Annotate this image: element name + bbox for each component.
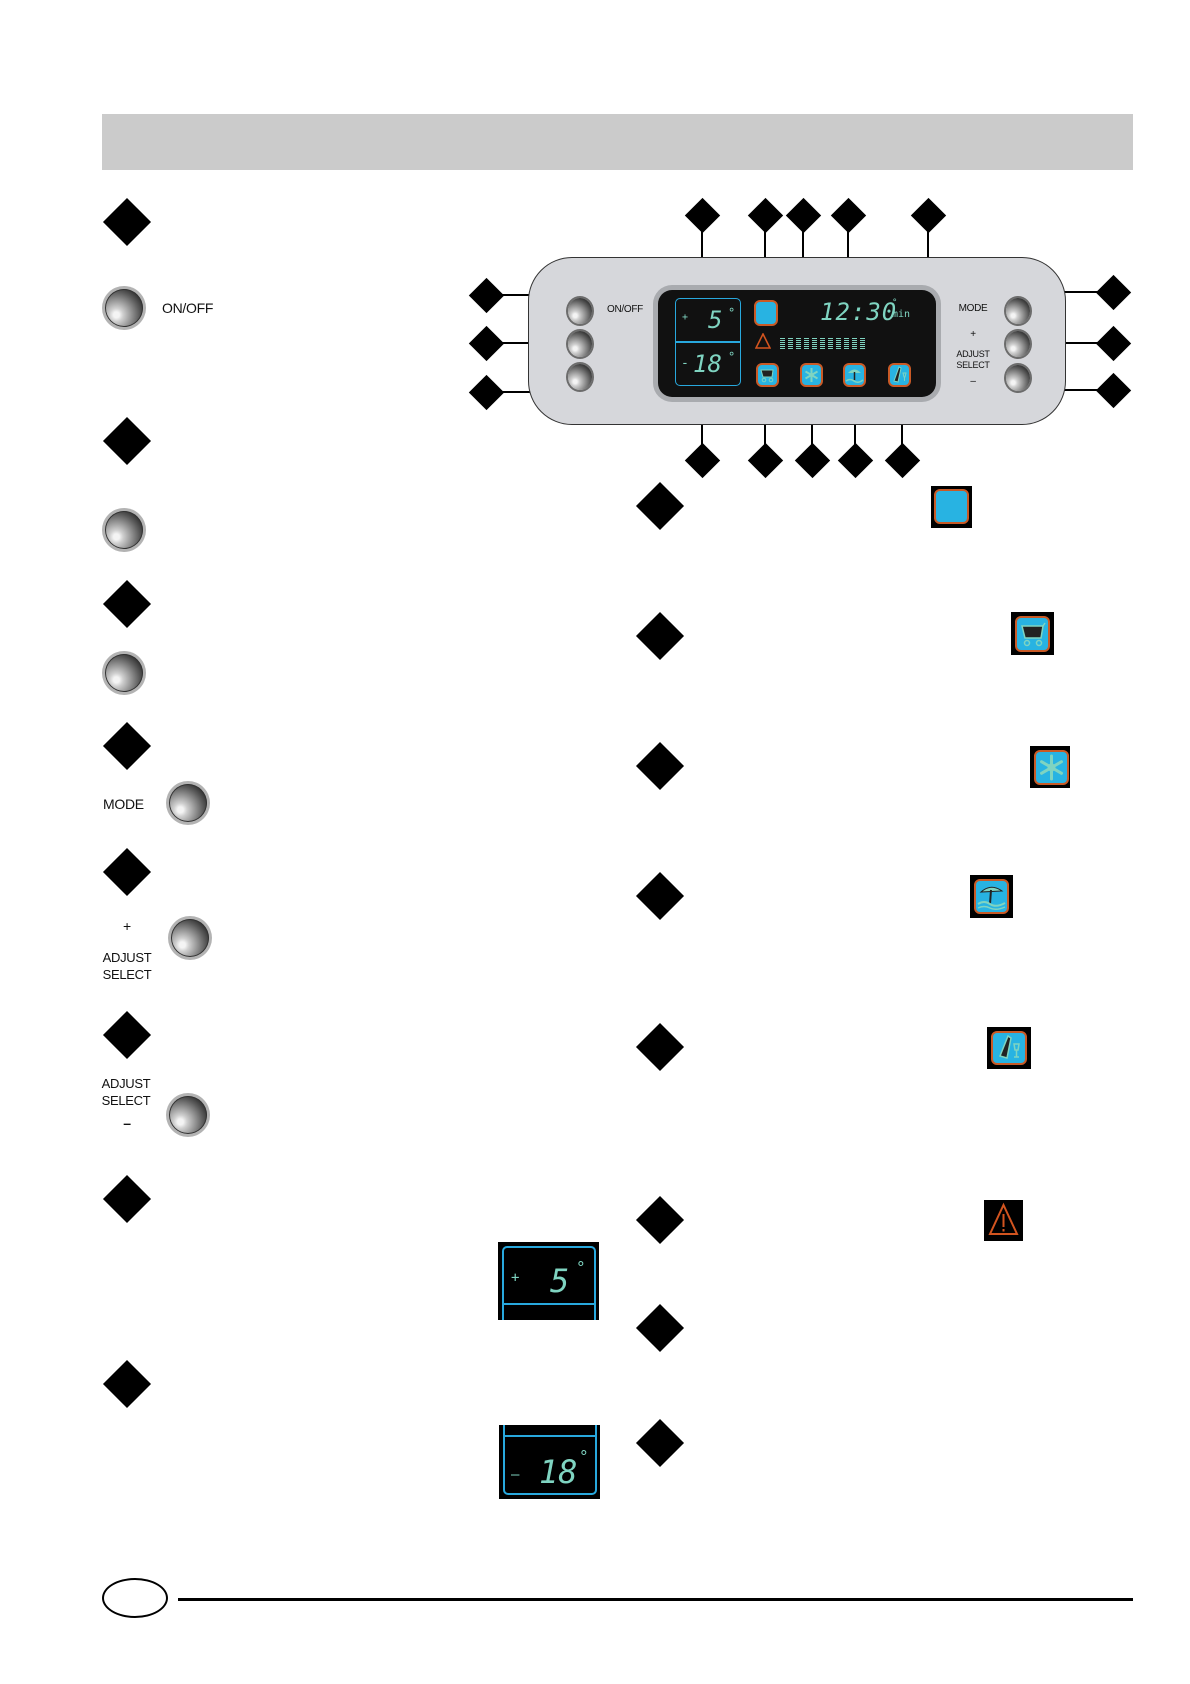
adjust-label: ADJUST bbox=[102, 950, 152, 965]
clock-display: 12:30 bbox=[820, 298, 898, 326]
fridge-display-thumbnail: + 5 ° bbox=[498, 1242, 599, 1320]
level-bargraph bbox=[780, 338, 865, 349]
item-marker bbox=[102, 1359, 152, 1409]
panel-minus-button[interactable] bbox=[1006, 365, 1030, 391]
button-3[interactable] bbox=[105, 654, 143, 692]
panel-onoff-button[interactable] bbox=[568, 298, 592, 324]
item-marker bbox=[635, 741, 685, 791]
adjust-label-2: ADJUST bbox=[101, 1076, 151, 1091]
item-marker bbox=[102, 579, 152, 629]
bottle-glass-icon bbox=[888, 363, 911, 387]
warning-icon bbox=[755, 333, 771, 349]
beach-umbrella-icon bbox=[974, 879, 1009, 914]
thumb-fridge-sign: + bbox=[511, 1270, 520, 1286]
footer-rule bbox=[178, 1598, 1133, 1601]
callout-lead bbox=[1028, 389, 1104, 391]
item-marker bbox=[102, 197, 152, 247]
minus-label: – bbox=[123, 1115, 131, 1131]
item-marker bbox=[102, 1174, 152, 1224]
item-marker bbox=[635, 481, 685, 531]
minus-button[interactable] bbox=[169, 1096, 207, 1134]
blue-indicator-icon bbox=[754, 300, 778, 326]
thumb-fridge-value: 5 bbox=[550, 1262, 570, 1300]
plus-label: + bbox=[123, 918, 131, 934]
snowflake-icon bbox=[800, 363, 823, 387]
item-marker bbox=[102, 1010, 152, 1060]
beach-umbrella-icon bbox=[843, 363, 866, 387]
bottle-glass-icon bbox=[991, 1031, 1027, 1065]
clock-unit: min bbox=[892, 309, 911, 320]
item-marker bbox=[635, 611, 685, 661]
thumb-fridge-degree: ° bbox=[576, 1258, 586, 1277]
item-marker bbox=[635, 1022, 685, 1072]
thumb-freezer-sign: – bbox=[511, 1467, 520, 1483]
fridge-degree: ° bbox=[728, 306, 736, 320]
onoff-button[interactable] bbox=[105, 289, 143, 327]
warning-icon bbox=[988, 1202, 1019, 1235]
item-marker bbox=[102, 847, 152, 897]
thumb-freezer-value: 18 bbox=[539, 1453, 578, 1491]
shopping-cart-icon bbox=[756, 363, 779, 387]
item-marker bbox=[635, 1195, 685, 1245]
thumb-freezer-degree: ° bbox=[579, 1447, 589, 1466]
panel-button-2[interactable] bbox=[568, 331, 592, 357]
shopping-cart-icon-frame bbox=[1011, 612, 1054, 655]
item-marker bbox=[635, 871, 685, 921]
select-label-2: SELECT bbox=[101, 1093, 151, 1108]
bottle-glass-icon-frame bbox=[987, 1027, 1031, 1069]
panel-plus-label: + bbox=[970, 329, 976, 340]
callout-lead bbox=[1028, 342, 1104, 344]
mode-label: MODE bbox=[103, 796, 144, 812]
section-header-bar bbox=[102, 114, 1133, 170]
freezer-display-thumbnail: – 18 ° bbox=[499, 1425, 600, 1499]
plus-button[interactable] bbox=[171, 919, 209, 957]
panel-button-3[interactable] bbox=[568, 364, 592, 390]
item-marker bbox=[635, 1303, 685, 1353]
panel-adjust-label: ADJUST bbox=[956, 349, 990, 359]
button-2[interactable] bbox=[105, 511, 143, 549]
shopping-cart-icon bbox=[1015, 616, 1050, 652]
blue-indicator-icon bbox=[934, 489, 969, 524]
snowflake-icon bbox=[1034, 750, 1069, 785]
warning-icon-frame bbox=[984, 1200, 1023, 1241]
panel-plus-button[interactable] bbox=[1006, 331, 1030, 357]
callout-lead bbox=[1028, 291, 1104, 293]
beach-umbrella-icon-frame bbox=[970, 875, 1013, 918]
panel-minus-label: – bbox=[970, 376, 976, 387]
page-language-badge bbox=[102, 1578, 168, 1618]
panel-mode-label: MODE bbox=[958, 303, 988, 314]
item-marker bbox=[635, 1418, 685, 1468]
panel-select-label: SELECT bbox=[956, 360, 990, 370]
fridge-sign: + bbox=[682, 312, 689, 323]
freezer-sign: - bbox=[681, 356, 689, 371]
panel-onoff-label: ON/OFF bbox=[607, 304, 643, 315]
clock-unit-degree: ° bbox=[892, 298, 898, 308]
temperature-divider bbox=[675, 341, 741, 343]
onoff-label: ON/OFF bbox=[162, 300, 214, 316]
blue-indicator-icon-frame bbox=[931, 486, 972, 528]
item-marker bbox=[102, 721, 152, 771]
fridge-temperature: 5 bbox=[708, 306, 723, 334]
item-marker bbox=[102, 416, 152, 466]
snowflake-icon-frame bbox=[1030, 746, 1070, 788]
freezer-temperature: 18 bbox=[693, 350, 722, 378]
freezer-degree: ° bbox=[728, 350, 736, 364]
mode-button[interactable] bbox=[169, 784, 207, 822]
select-label: SELECT bbox=[102, 967, 152, 982]
panel-mode-button[interactable] bbox=[1006, 298, 1030, 324]
